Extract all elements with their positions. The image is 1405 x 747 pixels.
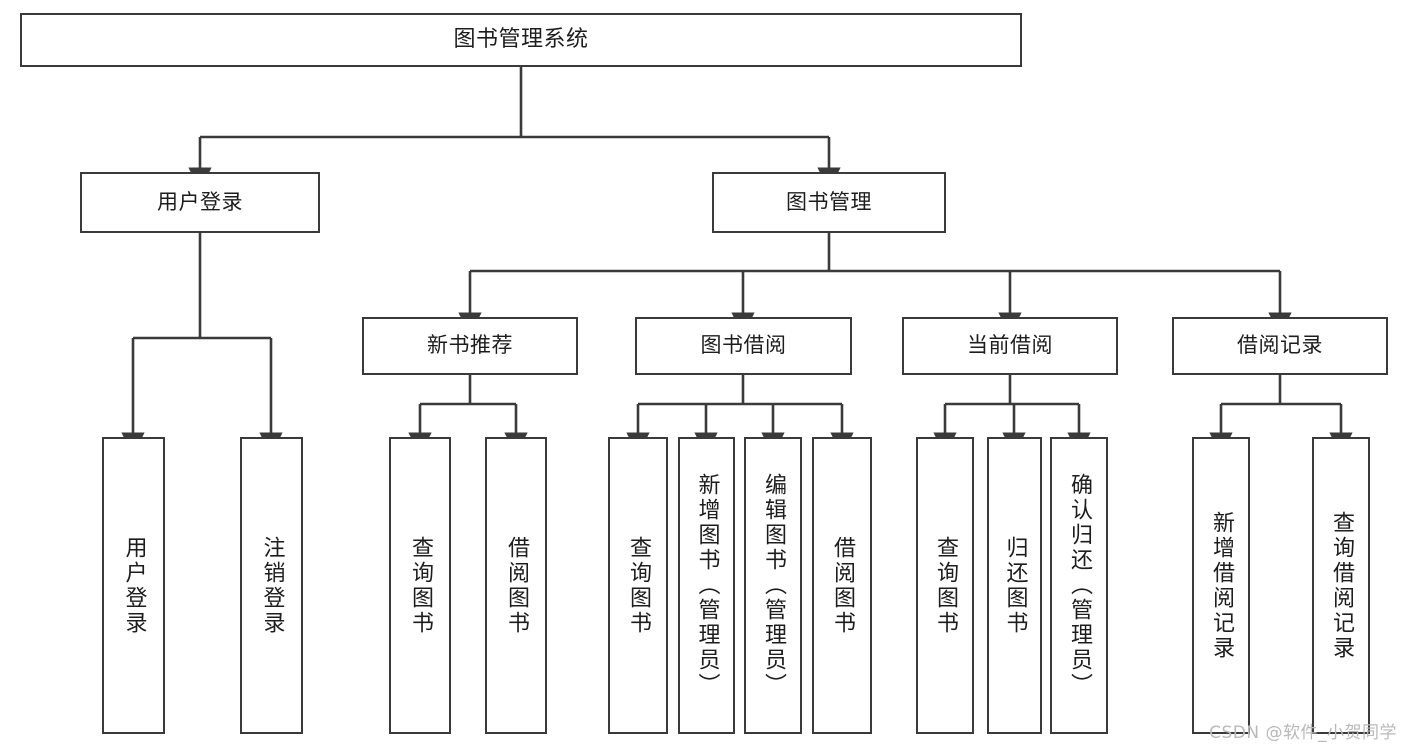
node-leaf-query-borrow-record[interactable]: 查询借阅记录 bbox=[1312, 437, 1370, 734]
node-current-borrow[interactable]: 当前借阅 bbox=[902, 317, 1118, 375]
node-new-book-recommend-label: 新书推荐 bbox=[427, 333, 513, 358]
node-leaf-confirm-return-admin-label: 确认归还（管理员） bbox=[1067, 473, 1092, 698]
node-leaf-query-book-1[interactable]: 查询图书 bbox=[389, 437, 451, 734]
node-borrow-record[interactable]: 借阅记录 bbox=[1172, 317, 1388, 375]
node-leaf-add-book-admin[interactable]: 新增图书（管理员） bbox=[678, 437, 735, 734]
node-leaf-user-logout[interactable]: 注销登录 bbox=[240, 437, 303, 734]
node-leaf-user-login[interactable]: 用户登录 bbox=[102, 437, 165, 734]
node-user-login-label: 用户登录 bbox=[157, 189, 243, 214]
csdn-watermark: CSDN @软件_小贺同学 bbox=[1209, 723, 1397, 743]
node-leaf-return-book-label: 归还图书 bbox=[1002, 535, 1028, 636]
node-leaf-return-book[interactable]: 归还图书 bbox=[987, 437, 1042, 734]
node-leaf-query-book-2[interactable]: 查询图书 bbox=[608, 437, 668, 734]
node-leaf-edit-book-admin-label: 编辑图书（管理员） bbox=[761, 473, 786, 698]
node-leaf-query-borrow-record-label: 查询借阅记录 bbox=[1329, 510, 1354, 661]
node-leaf-query-book-3[interactable]: 查询图书 bbox=[916, 437, 974, 734]
node-book-manage[interactable]: 图书管理 bbox=[712, 172, 946, 233]
node-root-label: 图书管理系统 bbox=[453, 26, 589, 52]
node-leaf-borrow-book-2-label: 借阅图书 bbox=[830, 535, 855, 636]
node-leaf-user-logout-label: 注销登录 bbox=[259, 535, 285, 636]
node-leaf-edit-book-admin[interactable]: 编辑图书（管理员） bbox=[744, 437, 802, 734]
node-leaf-confirm-return-admin[interactable]: 确认归还（管理员） bbox=[1050, 437, 1108, 734]
node-book-manage-label: 图书管理 bbox=[786, 189, 872, 214]
node-user-login[interactable]: 用户登录 bbox=[80, 172, 320, 233]
node-leaf-add-borrow-record-label: 新增借阅记录 bbox=[1209, 510, 1234, 661]
node-leaf-borrow-book-2[interactable]: 借阅图书 bbox=[812, 437, 872, 734]
node-book-borrow[interactable]: 图书借阅 bbox=[635, 317, 852, 375]
node-leaf-user-login-label: 用户登录 bbox=[121, 535, 147, 636]
node-leaf-add-book-admin-label: 新增图书（管理员） bbox=[694, 473, 720, 698]
node-leaf-borrow-book-1-label: 借阅图书 bbox=[504, 535, 529, 636]
node-book-borrow-label: 图书借阅 bbox=[700, 333, 787, 358]
node-leaf-add-borrow-record[interactable]: 新增借阅记录 bbox=[1192, 437, 1250, 734]
node-borrow-record-label: 借阅记录 bbox=[1237, 333, 1323, 358]
node-leaf-borrow-book-1[interactable]: 借阅图书 bbox=[485, 437, 547, 734]
node-leaf-query-book-1-label: 查询图书 bbox=[408, 535, 433, 636]
node-leaf-query-book-2-label: 查询图书 bbox=[626, 535, 651, 636]
node-current-borrow-label: 当前借阅 bbox=[967, 333, 1053, 358]
node-leaf-query-book-3-label: 查询图书 bbox=[933, 535, 958, 636]
node-root[interactable]: 图书管理系统 bbox=[20, 13, 1022, 67]
node-new-book-recommend[interactable]: 新书推荐 bbox=[362, 317, 578, 375]
